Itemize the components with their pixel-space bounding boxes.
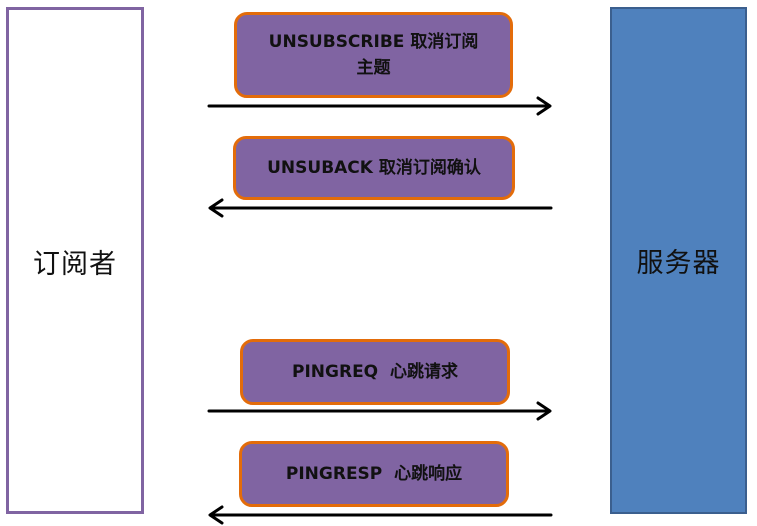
arrow-left-unsuback	[208, 198, 553, 218]
message-code: UNSUBACK	[267, 158, 373, 178]
server-lifeline: 服务器	[610, 7, 747, 514]
message-unsuback: UNSUBACK 取消订阅确认	[233, 136, 515, 200]
subscriber-lifeline: 订阅者	[6, 7, 144, 514]
message-text: 取消订阅	[410, 32, 479, 52]
message-code: PINGREQ	[292, 362, 379, 382]
arrow-left-pingresp	[208, 505, 553, 525]
server-label: 服务器	[636, 248, 721, 279]
message-text: 心跳请求	[389, 362, 458, 382]
message-pingreq: PINGREQ 心跳请求	[240, 339, 510, 405]
arrow-right-unsubscribe	[207, 96, 552, 116]
subscriber-label: 订阅者	[33, 249, 117, 280]
message-code: PINGRESP	[285, 464, 383, 484]
message-pingresp: PINGRESP 心跳响应	[239, 441, 509, 507]
arrow-right-pingreq	[207, 401, 552, 421]
message-text: 取消订阅确认	[378, 158, 481, 178]
message-text-continued: 主题	[356, 58, 391, 78]
message-code: UNSUBSCRIBE	[268, 32, 405, 52]
message-unsubscribe: UNSUBSCRIBE 取消订阅 主题	[234, 12, 513, 98]
message-text: 心跳响应	[394, 464, 463, 484]
